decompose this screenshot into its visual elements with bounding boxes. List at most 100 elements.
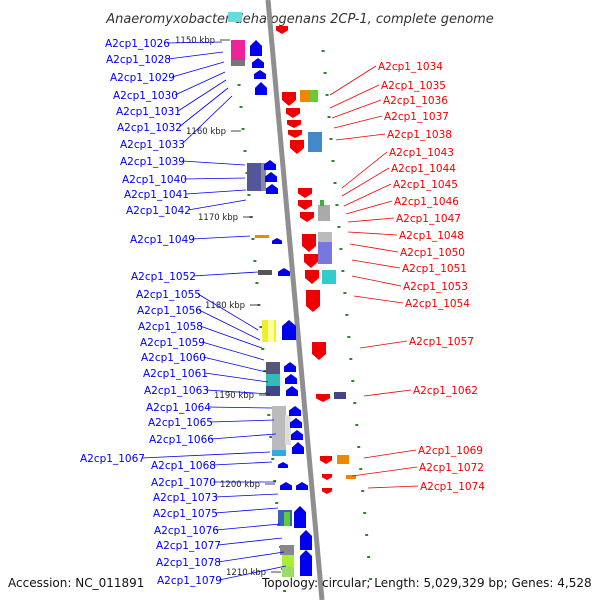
- reverse-gene-label: A2cp1_1037: [384, 111, 449, 123]
- map-title: Anaeromyxobacter dehalogenans 2CP-1, com…: [105, 12, 494, 27]
- track-dot: [361, 490, 365, 492]
- reverse-gene-label: A2cp1_1062: [413, 385, 478, 397]
- cog-block: [318, 232, 332, 242]
- forward-gene-arrow: [254, 70, 266, 79]
- forward-leader-line: [218, 565, 287, 581]
- forward-leader-line: [198, 309, 261, 341]
- track-dot: [247, 194, 251, 196]
- forward-gene-label: A2cp1_1063: [144, 385, 209, 397]
- forward-gene-arrow: [291, 430, 303, 440]
- cog-block: [266, 386, 280, 396]
- reverse-gene-arrow: [282, 92, 296, 106]
- forward-gene-label: A2cp1_1076: [154, 525, 219, 537]
- cog-block: [282, 567, 294, 577]
- cog-block: [318, 205, 330, 221]
- forward-gene-arrow: [286, 386, 298, 396]
- forward-gene-label: A2cp1_1066: [149, 434, 214, 446]
- forward-leader-line: [191, 235, 251, 240]
- gene-labels: A2cp1_1026A2cp1_1028A2cp1_1029A2cp1_1030…: [80, 38, 485, 587]
- forward-gene-arrow: [264, 160, 276, 170]
- cog-block: [334, 392, 346, 399]
- forward-gene-label: A2cp1_1067: [80, 453, 145, 465]
- forward-gene-arrow: [294, 506, 306, 528]
- track-dot: [351, 380, 355, 382]
- reverse-gene-arrow: [320, 456, 332, 464]
- track-dot: [241, 128, 245, 130]
- reverse-gene-label: A2cp1_1072: [419, 462, 484, 474]
- forward-leader-line: [205, 389, 271, 395]
- tick-label: 1200 kbp: [220, 480, 260, 490]
- forward-leader-line: [214, 507, 279, 514]
- forward-leader-line: [177, 79, 227, 112]
- tick-label: 1180 kbp: [205, 301, 245, 311]
- forward-leader-line: [141, 451, 271, 459]
- reverse-leader-line: [341, 167, 390, 197]
- forward-leader-line: [185, 189, 247, 195]
- forward-leader-line: [209, 419, 275, 423]
- reverse-gene-label: A2cp1_1053: [403, 281, 468, 293]
- track-dot: [263, 370, 267, 372]
- reverse-gene-arrow: [288, 130, 302, 138]
- reverse-gene-arrow: [287, 120, 301, 128]
- forward-gene-label: A2cp1_1052: [131, 271, 196, 283]
- track-dot: [255, 282, 259, 284]
- track-dot: [323, 72, 327, 74]
- forward-gene-label: A2cp1_1065: [148, 417, 213, 429]
- tick-label: 1190 kbp: [214, 391, 254, 401]
- track-dot: [327, 116, 331, 118]
- track-dot: [331, 160, 335, 162]
- reverse-leader-line: [335, 133, 386, 141]
- forward-gene-label: A2cp1_1077: [156, 540, 221, 552]
- reverse-leader-line: [353, 295, 404, 304]
- forward-gene-label: A2cp1_1058: [138, 321, 203, 333]
- reverse-gene-label: A2cp1_1044: [391, 163, 456, 175]
- reverse-gene-arrow: [312, 342, 326, 360]
- reverse-leader-line: [363, 449, 417, 459]
- forward-gene-label: A2cp1_1030: [113, 90, 178, 102]
- forward-gene-arrow: [292, 442, 304, 454]
- track-dot: [367, 556, 371, 558]
- reverse-leader-line: [351, 275, 402, 287]
- reverse-leader-line: [359, 340, 408, 349]
- forward-gene-arrow: [265, 172, 277, 182]
- forward-gene-label: A2cp1_1070: [151, 477, 216, 489]
- tick-label: 1210 kbp: [226, 568, 266, 578]
- forward-gene-label: A2cp1_1055: [136, 289, 201, 301]
- cog-block: [247, 163, 261, 191]
- reverse-gene-arrow: [298, 200, 312, 210]
- cog-block: [282, 555, 294, 567]
- cog-block: [280, 545, 294, 555]
- forward-leader-line: [202, 356, 267, 373]
- forward-gene-label: A2cp1_1040: [122, 174, 187, 186]
- forward-gene-label: A2cp1_1033: [120, 139, 185, 151]
- cog-block: [231, 40, 245, 60]
- forward-gene-label: A2cp1_1060: [141, 352, 206, 364]
- forward-gene-arrow: [284, 362, 296, 372]
- accession-text: Accession: NC_011891: [8, 576, 144, 590]
- tick-label: 1170 kbp: [198, 213, 238, 223]
- track-dot: [273, 480, 277, 482]
- forward-leader-line: [178, 87, 229, 128]
- forward-gene-arrow: [285, 374, 297, 384]
- track-dot: [329, 138, 333, 140]
- forward-gene-label: A2cp1_1029: [110, 72, 175, 84]
- track-dot: [355, 424, 359, 426]
- forward-gene-label: A2cp1_1075: [153, 508, 218, 520]
- forward-gene-arrow: [300, 550, 312, 576]
- cog-block: [268, 320, 274, 342]
- tick-label: 1160 kbp: [186, 127, 226, 137]
- cog-block: [228, 12, 242, 22]
- reverse-gene-label: A2cp1_1054: [405, 298, 470, 310]
- track-dot: [251, 238, 255, 240]
- track-dot: [335, 204, 339, 206]
- reverse-gene-arrow: [304, 254, 318, 268]
- forward-leader-line: [181, 95, 233, 145]
- forward-gene-arrow: [250, 40, 262, 56]
- reverse-gene-label: A2cp1_1048: [399, 230, 464, 242]
- forward-gene-arrow: [255, 82, 267, 95]
- forward-gene-label: A2cp1_1026: [105, 38, 170, 50]
- reverse-gene-arrow: [286, 108, 300, 118]
- track-dot: [363, 512, 367, 514]
- track-dot: [321, 50, 325, 52]
